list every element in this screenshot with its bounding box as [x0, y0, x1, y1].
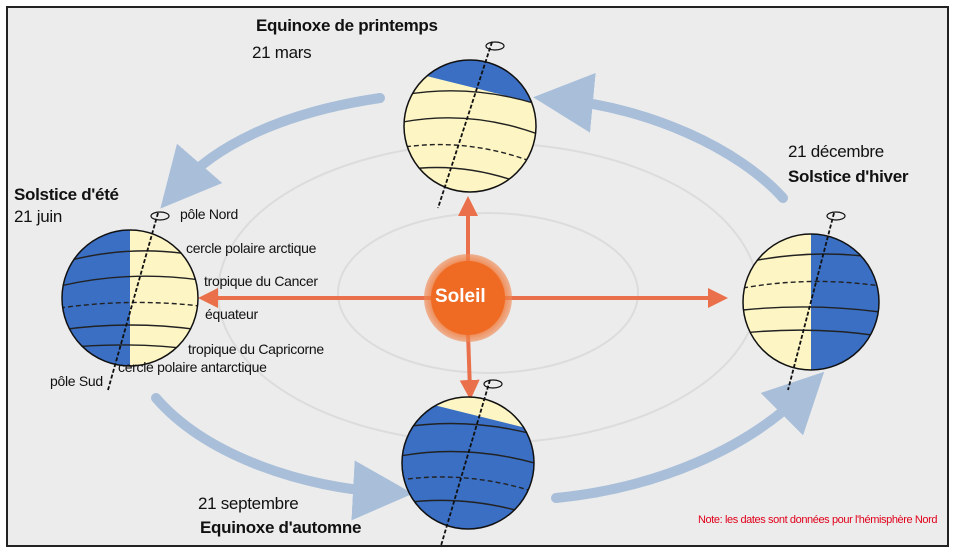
winter-date: 21 décembre — [788, 142, 884, 161]
sun-rays — [198, 196, 728, 400]
orbit-arc-summer-to-autumn — [151, 393, 413, 521]
orbit-arc-spring-to-summer — [160, 93, 385, 209]
label-tropic-cancer: tropique du Cancer — [204, 273, 318, 289]
earth-autumn — [401, 379, 535, 545]
label-equator: équateur — [205, 306, 258, 322]
label-south-pole: pôle Sud — [50, 373, 103, 389]
hemisphere-note: Note: les dates sont données pour l'hémi… — [698, 514, 938, 526]
ray-down — [459, 332, 480, 400]
spring-title: Equinoxe de printemps — [256, 16, 438, 35]
orbit-path — [151, 72, 825, 521]
sun — [424, 254, 512, 342]
summer-title: Solstice d'été — [14, 185, 119, 204]
earth-spring — [403, 41, 537, 209]
spring-date: 21 mars — [252, 43, 312, 62]
diagram-frame: Equinoxe de printemps 21 mars Solstice d… — [6, 6, 949, 547]
winter-title: Solstice d'hiver — [788, 167, 909, 186]
label-antarctic-circle: cercle polaire antarctique — [118, 359, 267, 375]
earth-winter — [742, 211, 880, 391]
orbit-arc-winter-to-spring — [533, 72, 788, 203]
label-tropic-capricorn: tropique du Capricorne — [188, 341, 324, 357]
label-arctic-circle: cercle polaire arctique — [186, 240, 317, 256]
label-north-pole: pôle Nord — [180, 206, 239, 222]
autumn-date: 21 septembre — [198, 494, 299, 513]
summer-date: 21 juin — [14, 207, 62, 226]
sun-label: Soleil — [435, 286, 486, 307]
orbit-arc-autumn-to-winter — [551, 371, 825, 503]
diagram-canvas — [61, 41, 880, 545]
autumn-title: Equinoxe d'automne — [200, 518, 362, 537]
